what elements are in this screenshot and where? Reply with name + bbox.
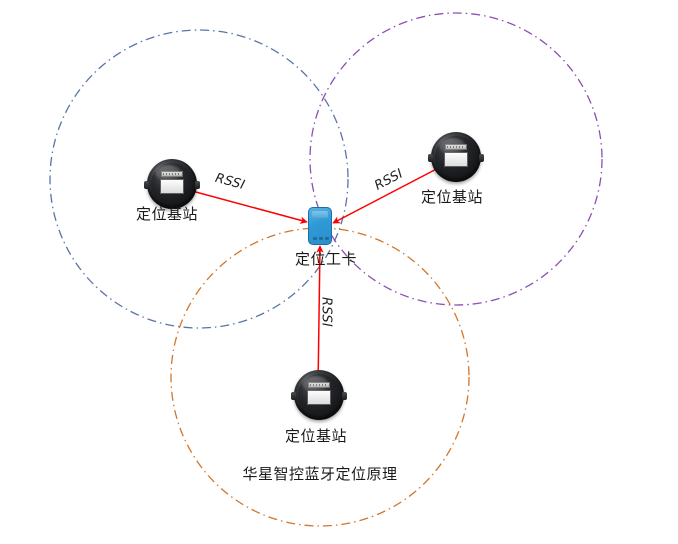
coverage-circle-group: [49, 12, 603, 527]
station-display: [444, 152, 468, 167]
tag-contact: [319, 237, 323, 240]
base-station-right-label: 定位基站: [420, 188, 484, 206]
station-display: [307, 390, 331, 405]
base-station-left-icon: [144, 157, 200, 213]
station-label-strip: [308, 382, 330, 388]
station-highlight: [439, 138, 465, 154]
station-mount-tab-right: [195, 181, 200, 189]
base-station-right-icon: [428, 130, 484, 186]
station-mount-tab-left: [144, 181, 149, 189]
coverage-circle-bottom: [170, 227, 470, 527]
tag-cap: [312, 211, 328, 218]
rssi-link-group: [180, 162, 449, 389]
station-highlight: [155, 165, 181, 181]
tag-contact: [313, 237, 317, 240]
tag-contact: [325, 237, 329, 240]
coverage-circle-right: [309, 12, 603, 306]
station-mount-tab-right: [479, 154, 484, 162]
rssi-link-left-line: [180, 186, 308, 224]
station-label-strip: [445, 144, 467, 150]
locator-tag-icon: [308, 207, 332, 245]
station-mount-tab-left: [291, 392, 296, 400]
station-mount-tab-right: [342, 392, 347, 400]
diagram-caption: 华星智控蓝牙定位原理: [242, 465, 398, 483]
rssi-label-bottom: RSSI: [318, 296, 334, 328]
tag-shell: [308, 207, 332, 245]
base-station-left-label: 定位基站: [135, 205, 199, 223]
station-mount-tab-left: [428, 154, 433, 162]
station-display: [160, 179, 184, 194]
base-station-bottom-icon: [291, 368, 347, 424]
rssi-link-right-line: [332, 162, 449, 224]
base-station-bottom-label: 定位基站: [284, 427, 348, 445]
rssi-link-bottom-line: [314, 245, 324, 389]
station-label-strip: [161, 171, 183, 177]
locator-tag-label: 定位工卡: [294, 250, 358, 268]
station-highlight: [302, 376, 328, 392]
